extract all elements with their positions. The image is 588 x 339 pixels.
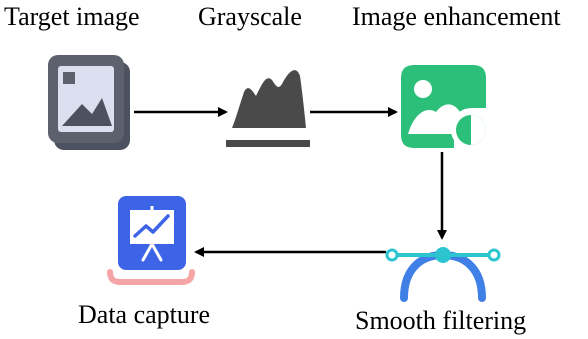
- image-contrast-icon: [401, 65, 491, 150]
- label-image-enhancement: Image enhancement: [352, 2, 561, 31]
- grayscale-histogram-icon: [226, 70, 310, 147]
- bezier-curve-icon: [385, 247, 501, 302]
- label-grayscale: Grayscale: [198, 2, 302, 31]
- picture-frame-icon: [48, 55, 130, 150]
- label-target-image: Target image: [4, 2, 140, 31]
- presentation-chart-icon: [107, 196, 195, 285]
- label-data-capture: Data capture: [78, 300, 211, 329]
- label-smooth-filtering: Smooth filtering: [355, 306, 527, 335]
